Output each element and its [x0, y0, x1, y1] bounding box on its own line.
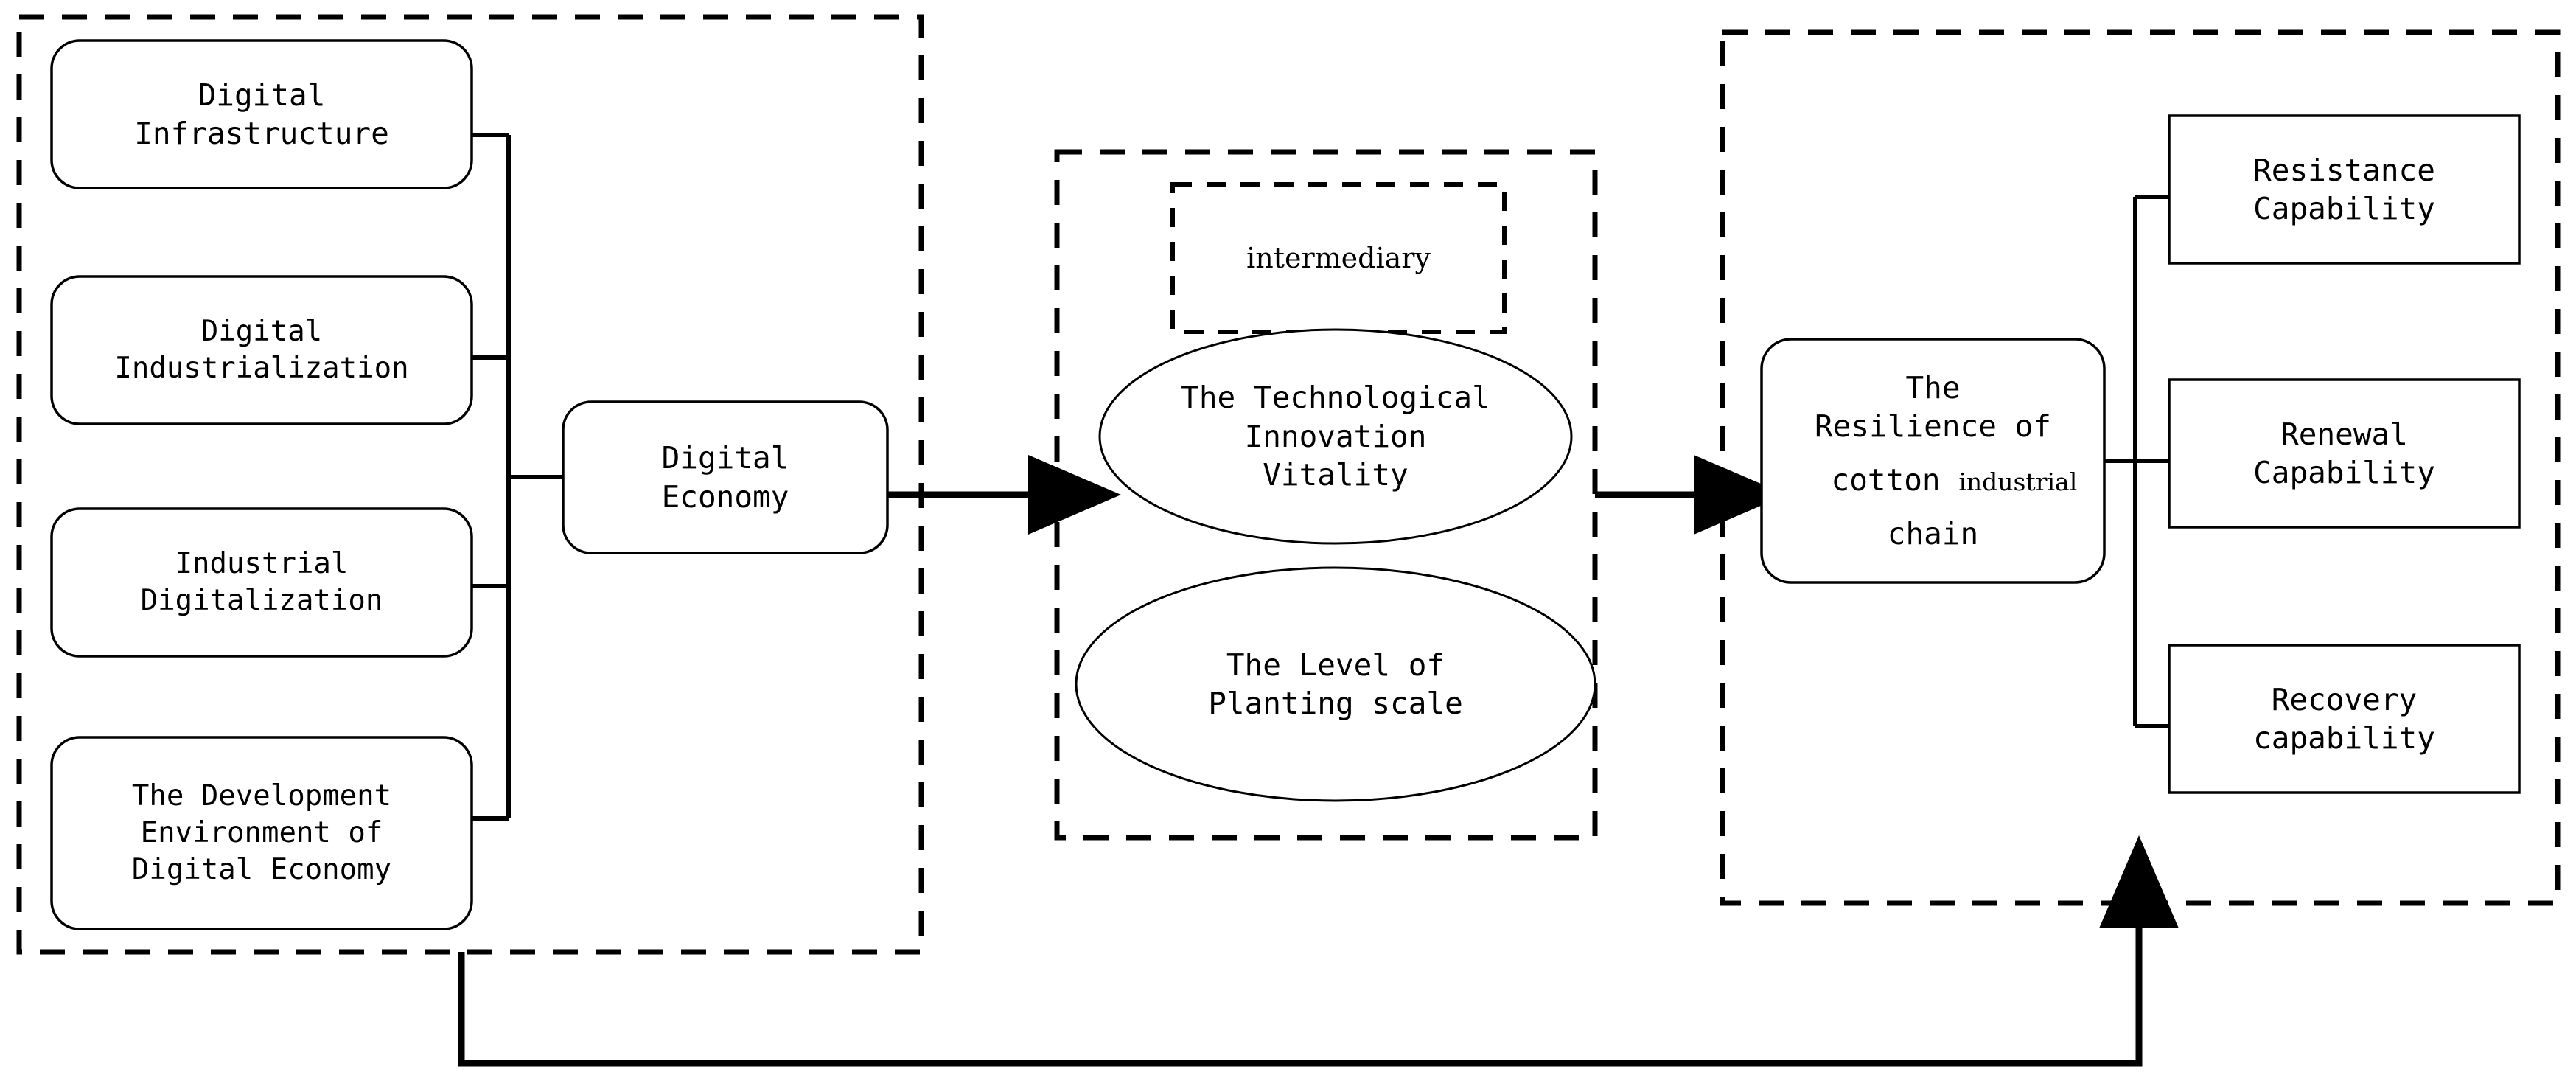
node-digital-industrialization[interactable] [50, 275, 473, 425]
node-renewal-capability[interactable] [2168, 378, 2521, 529]
node-industrial-digitalization[interactable] [50, 507, 473, 658]
node-digital-economy[interactable] [562, 400, 889, 554]
node-development-environment[interactable] [50, 736, 473, 930]
node-recovery-capability[interactable] [2168, 644, 2521, 794]
node-intermediary[interactable] [1170, 182, 1507, 334]
node-resistance-capability[interactable] [2168, 114, 2521, 265]
node-digital-infrastructure[interactable] [50, 39, 473, 189]
connector-indicators-to-digital-economy [472, 133, 563, 821]
node-resilience-cotton-chain[interactable] [1760, 338, 2106, 584]
connector-resilience-to-capabilities [2104, 195, 2169, 728]
node-technological-innovation-vitality[interactable] [1098, 328, 1573, 545]
group-digital-economy [16, 14, 924, 955]
connector-feedback-loop [458, 835, 2179, 1067]
node-planting-scale-level[interactable] [1075, 566, 1596, 802]
